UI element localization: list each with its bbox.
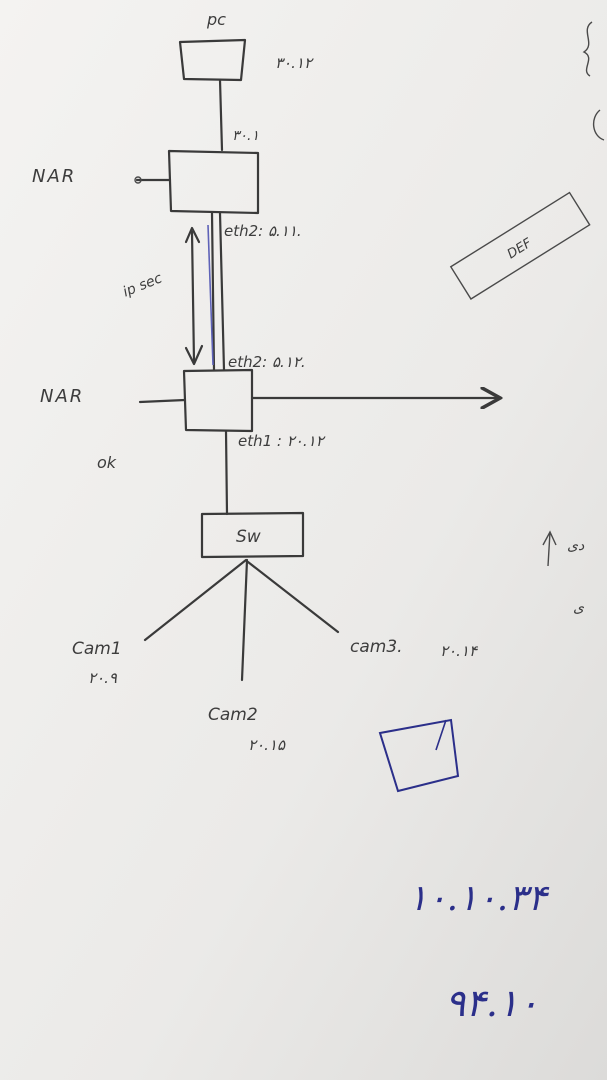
ok-note: ok bbox=[97, 453, 117, 472]
cam2-address: ۲۰.۱۵ bbox=[248, 736, 286, 754]
pc-to-nar-link bbox=[218, 78, 224, 152]
cam1-address: ۲۰.۹ bbox=[88, 669, 118, 687]
router-to-switch-link bbox=[224, 429, 229, 516]
router-link-right bbox=[218, 211, 226, 372]
pc-label: pc bbox=[206, 10, 226, 29]
switch-to-cam3-link bbox=[246, 560, 340, 634]
nar-bottom-box bbox=[182, 368, 254, 433]
top-right-bracket-scribble bbox=[582, 21, 593, 77]
ipsec-arrow-down bbox=[184, 344, 204, 366]
nar-top-eth-label: eth2: ۵.۱۱. bbox=[224, 222, 302, 240]
ipsec-arrow-up bbox=[184, 226, 201, 244]
right-margin-arrow bbox=[542, 530, 557, 567]
switch-to-cam1-link bbox=[143, 558, 248, 642]
cam1-label: Cam1 bbox=[72, 639, 122, 659]
pc-address: ۳۰.۱۲ bbox=[275, 54, 314, 72]
router-link-left bbox=[210, 211, 216, 372]
nar-top-stub-port bbox=[134, 176, 142, 184]
nar-bottom-label: NAR bbox=[40, 386, 84, 407]
right-margin-note-2: ی bbox=[573, 600, 585, 616]
cam2-label: Cam2 bbox=[208, 705, 258, 725]
nar-top-uplink-address: ۳۰.۱ bbox=[232, 128, 259, 144]
switch-box bbox=[200, 511, 305, 559]
bottom-ink-line-2: ۹۴.۱۰ bbox=[445, 981, 539, 1025]
nar-bottom-eth1-label: eth1 : ۲۰.۱۲ bbox=[238, 432, 326, 450]
right-margin-note-1: دی bbox=[567, 538, 585, 554]
cam3-address: ۲۰.۱۴ bbox=[440, 642, 479, 660]
ink-square-tick bbox=[435, 719, 447, 751]
cam3-label: cam3. bbox=[350, 637, 403, 657]
ink-square bbox=[378, 718, 460, 793]
switch-label: Sw bbox=[236, 527, 261, 547]
ipsec-arrow-shaft bbox=[190, 230, 196, 364]
nar-bottom-eth2-label: eth2: ۵.۱۲. bbox=[228, 353, 306, 371]
switch-to-cam2-link bbox=[240, 558, 249, 682]
bottom-ink-line-1: ۱۰.۱۰.۳۴ bbox=[408, 878, 550, 919]
def-note-box bbox=[449, 191, 591, 300]
top-right-curve-scribble bbox=[593, 109, 605, 141]
nar-top-label: NAR bbox=[32, 166, 76, 187]
nar-bottom-left-link bbox=[138, 398, 187, 404]
nar-top-box bbox=[167, 149, 260, 215]
pc-box bbox=[178, 38, 247, 82]
ink-trace bbox=[207, 224, 214, 366]
